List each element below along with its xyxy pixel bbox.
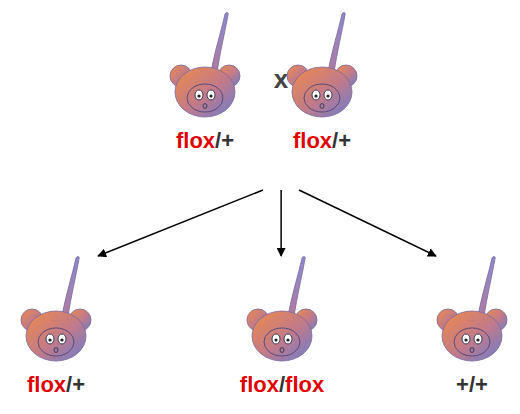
mouse-illustration — [432, 254, 512, 364]
offspring-arrow — [299, 190, 436, 256]
genotype-label: flox/+ — [150, 128, 260, 154]
mouse-genotype: flox/flox — [217, 254, 347, 398]
offspring-arrow — [98, 190, 263, 256]
offspring-arrow — [280, 190, 282, 256]
mouse-genotype: flox/+ — [150, 10, 260, 154]
genotype-label: flox/+ — [267, 128, 377, 154]
genotype-label: +/+ — [426, 372, 518, 398]
mouse-genotype: flox/+ — [267, 10, 377, 154]
mouse-genotype: flox/+ — [4, 254, 108, 398]
mouse-illustration — [16, 254, 96, 364]
mouse-illustration — [282, 10, 362, 120]
mouse-illustration — [242, 254, 322, 364]
mouse-genotype: +/+ — [426, 254, 518, 398]
genotype-label: flox/flox — [217, 372, 347, 398]
genotype-label: flox/+ — [4, 372, 108, 398]
mouse-illustration — [165, 10, 245, 120]
